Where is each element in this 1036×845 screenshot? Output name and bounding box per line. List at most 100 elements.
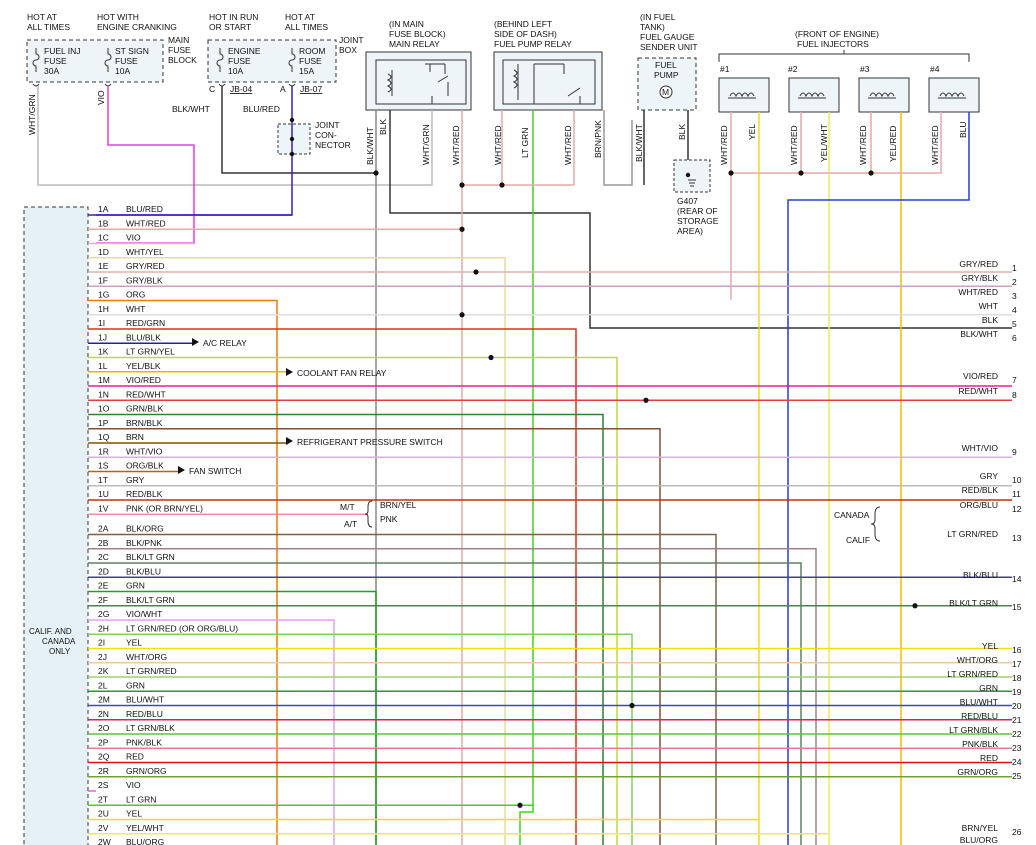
fuse-terminals [32,83,296,87]
ecm-pin-wire-label: LT GRN/RED [126,666,177,676]
ecm-pin-wire-label: LT GRN/RED (OR ORG/BLU) [126,623,238,633]
right-wire-label: RED/BLK [962,485,999,495]
ecm-pin-wire-label: VIO [126,233,141,243]
right-wire-label: RED/BLU [961,711,998,721]
main-relay [365,51,472,111]
top-wire-label: WHT/RED [493,125,503,165]
injector-1-number: #1 [720,64,730,74]
ground-symbol [688,179,696,187]
ecm-pin-1m: 1M [98,375,110,385]
jb-04-label: JB-04 [230,84,252,94]
main-relay-internals [375,59,467,105]
coolant-fan-relay-label: COOLANT FAN RELAY [297,368,387,378]
top-junction-dots [289,117,874,188]
ecm-pin-wire-label: RED/GRN [126,318,165,328]
ecm-pin-wire-label: BLK/PNK [126,538,162,548]
ecm-pin-2q: 2Q [98,752,110,762]
right-wire-number: 13 [1012,533,1022,543]
right-wire-number: 20 [1012,701,1022,711]
top-wire-label: BLK/WHT [172,104,210,114]
right-wire-label: WHT [979,301,998,311]
ecm-pin-2r: 2R [98,766,109,776]
right-wire-number: 21 [1012,715,1022,725]
right-wire-number: 3 [1012,291,1017,301]
right-wire-label: GRY [980,471,999,481]
right-wire-label: PNK/BLK [962,739,998,749]
right-wire-number: 8 [1012,390,1017,400]
at-label: A/T [344,519,357,529]
ecm-pin-wire-label: GRN [126,581,145,591]
ecm-pin-wire-label: WHT [126,304,145,314]
top-wire-label: WHT/GRN [27,94,37,135]
right-wire-label: LT GRN/BLK [949,725,998,735]
ecm-pin-2c: 2C [98,552,109,562]
top-wire-label: WHT/RED [719,125,729,165]
joint-box [207,39,337,83]
ecm-pin-wire-label: VIO/WHT [126,609,162,619]
right-wire-label: LT GRN/RED [947,669,998,679]
ecm-pin-wire-label: VIO [126,780,141,790]
top-wire-label: WHT/RED [451,125,461,165]
ecm-pin-wire-label: YEL/WHT [126,823,164,833]
fuse-symbol [288,48,296,72]
ecm-pin-2g: 2G [98,609,109,619]
ac-relay-arrow [192,338,199,346]
ecm-pin-wire-label: BLU/ORG [126,837,164,845]
right-wire-label: ORG/BLU [960,500,998,510]
ecm-pin-2v: 2V [98,823,109,833]
ecm-pin-wire-label: PNK (OR BRN/YEL) [126,503,203,513]
top-wire-label: YEL/RED [888,126,898,162]
ecm-pin-wire-label: BLU/WHT [126,695,164,705]
canada-calif-brace [870,506,881,542]
fuel-gauge-sender [637,57,697,111]
ecm-pin-1j: 1J [98,332,107,342]
injector-3-number: #3 [860,64,870,74]
ecm-pin-1f: 1F [98,275,108,285]
ecm-wire-2b [88,548,817,845]
ecm-pin-wire-label: YEL [126,638,142,648]
ecm-pin-wire-label: RED/BLU [126,709,163,719]
right-wire-number: 16 [1012,645,1022,655]
ecm-pin-2l: 2L [98,680,108,690]
ecm-pin-1h: 1H [98,304,109,314]
top-wire-label: BLK [677,124,687,140]
ecm-pin-wire-label: BLU/BLK [126,332,161,342]
coolant-fan-relay-arrow [286,368,293,376]
canada-label: CANADA [834,510,870,520]
pin-wires [88,214,1012,845]
ecm-wire-1o [88,413,604,845]
top-wire-label: VIO [96,90,106,105]
splice-dot [643,397,649,403]
right-wire-label: BRN/YEL [962,823,999,833]
right-wire-number: 23 [1012,743,1022,753]
top-wire-label: LT GRN [520,128,530,158]
fan-switch-arrow [178,466,185,474]
splice-dot [912,603,918,609]
top-wire-label: YEL/WHT [819,124,829,162]
injectors-location: (FRONT OF ENGINE)FUEL INJECTORS [795,29,879,49]
ecm-pin-wire-label: RED/BLK [126,489,163,499]
ecm-pin-wire-label: ORG/BLK [126,461,164,471]
fuse-symbol [104,48,112,72]
wire-brn-pnk [603,110,633,186]
right-wire-label: BLK/BLU [963,570,998,580]
right-wire-number: 9 [1012,447,1017,457]
top-wire-label: BLK [378,119,388,135]
right-wire-label: GRN/ORG [957,767,998,777]
ecm-pin-1u: 1U [98,489,109,499]
